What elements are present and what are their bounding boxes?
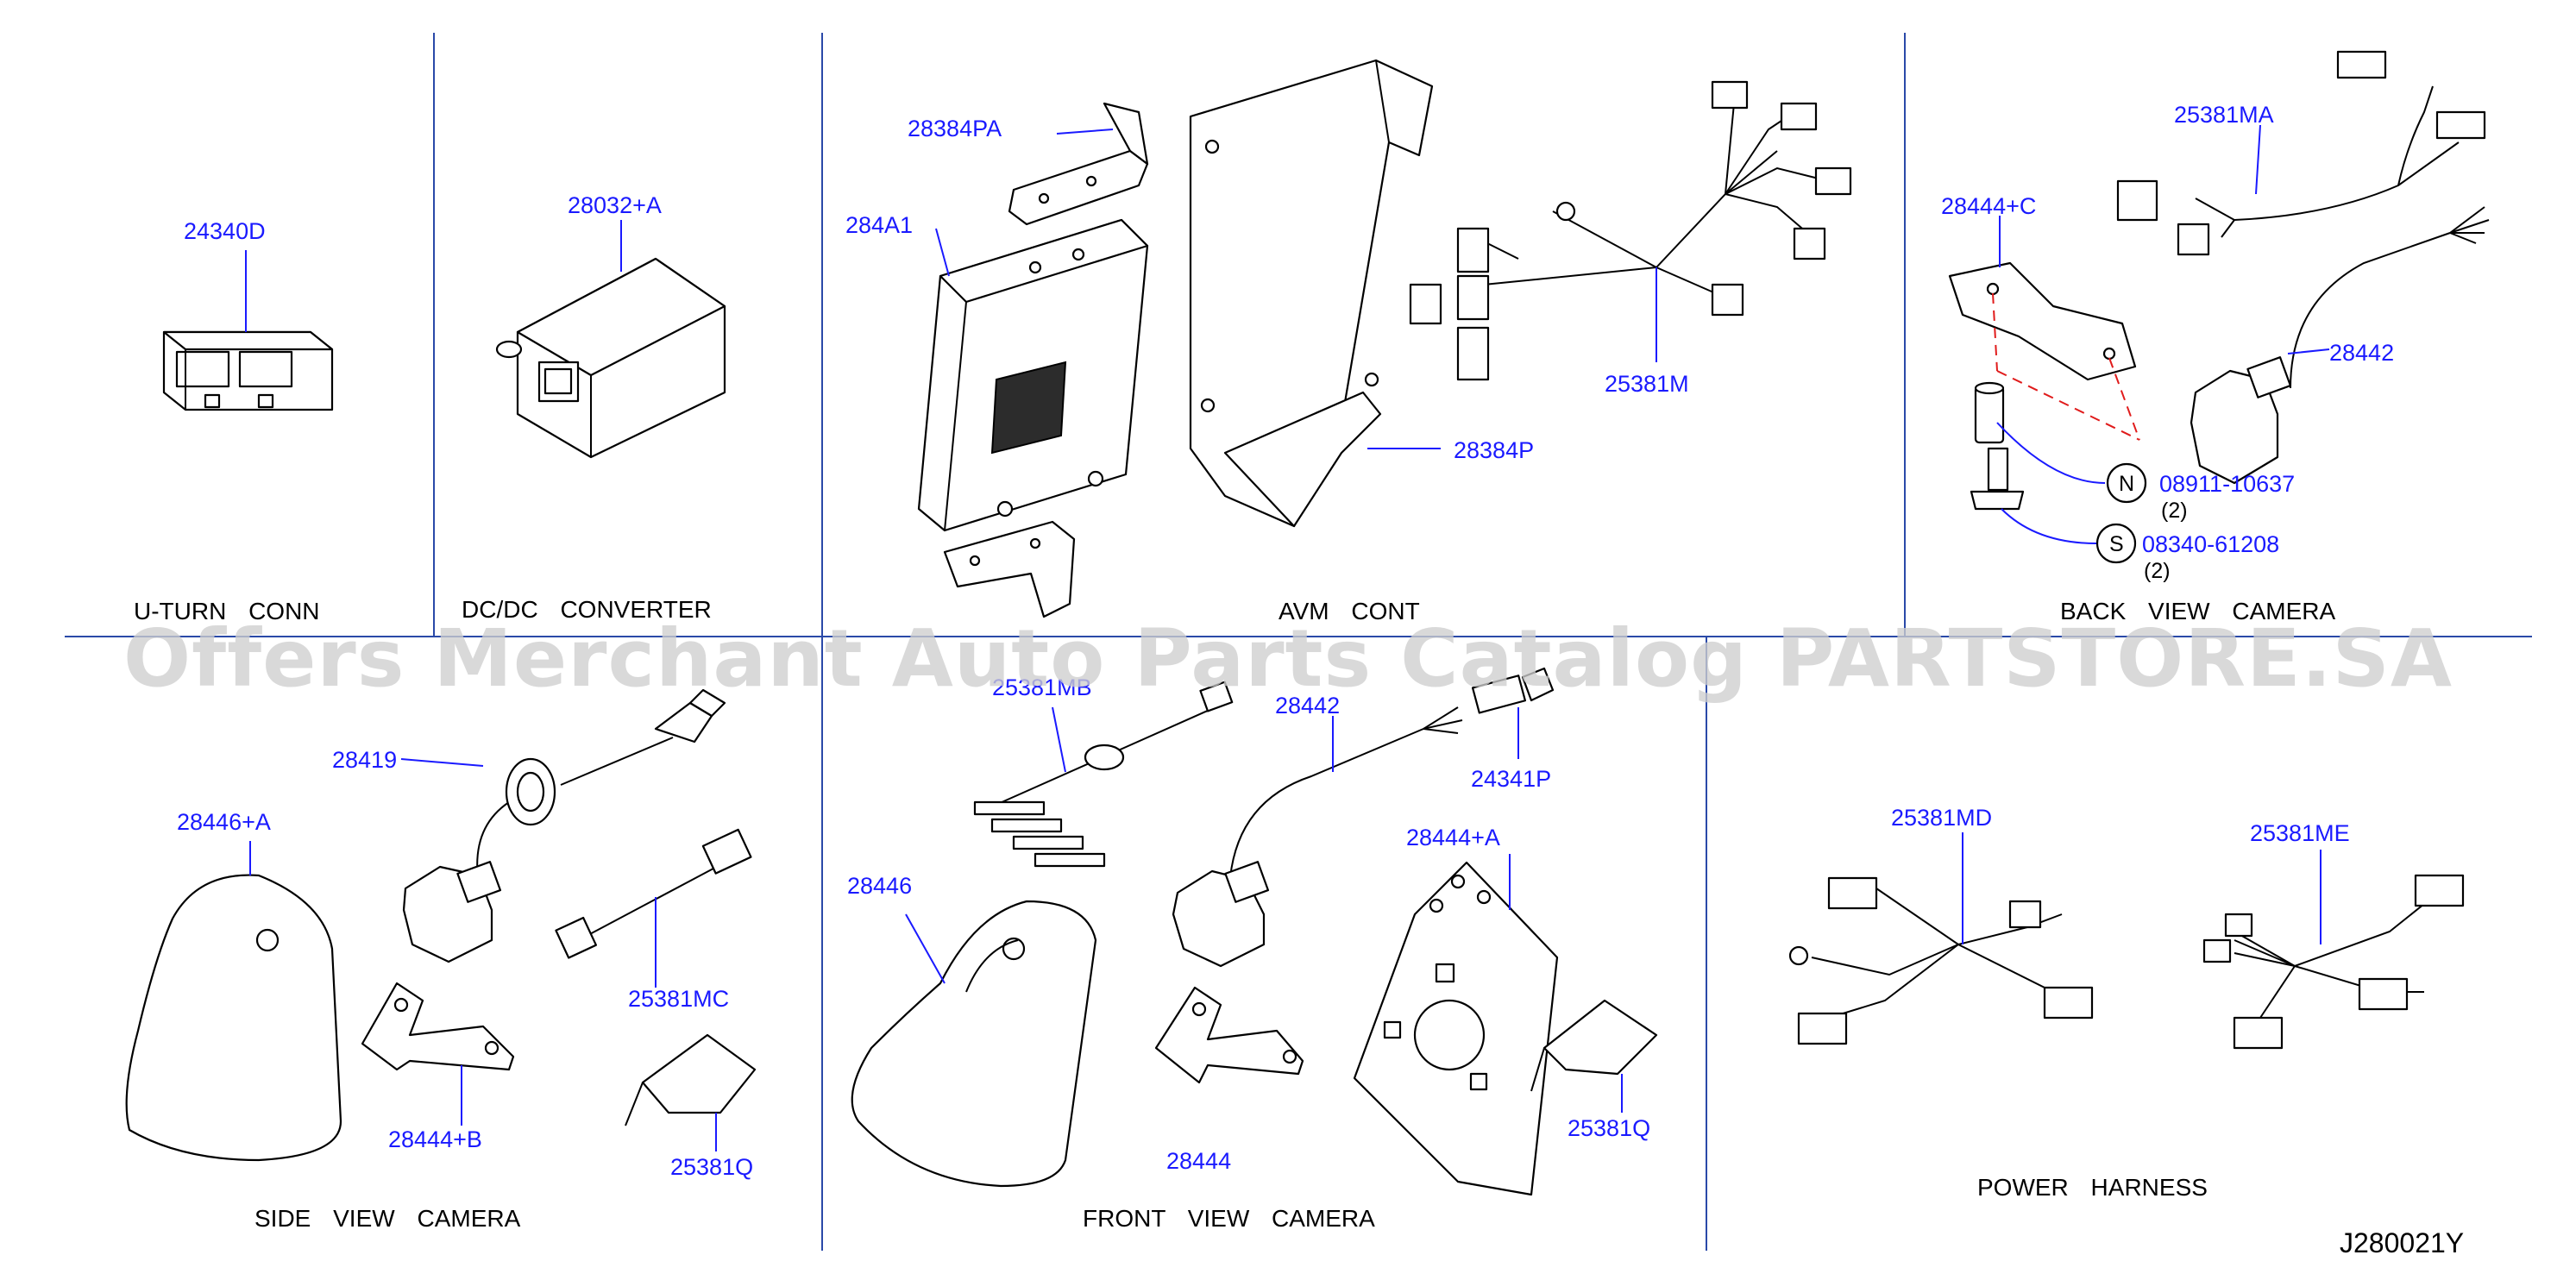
label-25381MA: 25381MA	[2174, 102, 2274, 128]
foam-25381Q-front	[1530, 999, 1658, 1113]
n-symbol: N	[2119, 472, 2134, 496]
housing-28446	[851, 900, 1097, 1188]
label-24341P: 24341P	[1471, 766, 1551, 792]
label-08340: 08340-61208	[2142, 531, 2279, 557]
label-28442-front: 28442	[1275, 693, 1340, 718]
bracket-28384PA	[1008, 102, 1149, 226]
bracket-lower	[943, 520, 1076, 618]
title-front-view-camera: FRONT VIEW CAMERA	[1083, 1205, 1375, 1232]
title-side-view-camera: SIDE VIEW CAMERA	[254, 1205, 521, 1232]
bracket-28444C	[1948, 216, 2140, 441]
title-power-harness: POWER HARNESS	[1977, 1174, 2208, 1201]
label-284A1: 284A1	[845, 212, 913, 238]
harness-25381MD	[1788, 832, 2094, 1045]
watermark: Offers Merchant Auto Parts Catalog PARTS…	[123, 612, 2453, 705]
title-back-view-camera: BACK VIEW CAMERA	[2060, 598, 2335, 624]
label-28442-back: 28442	[2329, 340, 2394, 366]
connector-24341P	[1471, 667, 1555, 759]
title-dcdc-converter: DC/DC CONVERTER	[462, 596, 712, 623]
label-25381Q-front: 25381Q	[1568, 1115, 1650, 1141]
part-labels: 24340D 28032+A 28384PA 284A1 28384P 2538…	[177, 102, 2394, 1180]
label-24340D: 24340D	[184, 218, 266, 244]
qty-08911: (2)	[2161, 499, 2188, 523]
harness-25381MA	[2116, 50, 2486, 256]
bracket-28444	[1154, 986, 1304, 1084]
label-28032A: 28032+A	[568, 192, 662, 218]
bracket-28444B	[361, 982, 515, 1126]
label-28444C: 28444+C	[1941, 193, 2036, 219]
label-25381Q-side: 25381Q	[670, 1154, 753, 1180]
label-25381M: 25381M	[1605, 371, 1689, 397]
camera-28419	[400, 688, 726, 963]
label-28419: 28419	[332, 747, 397, 773]
plate-28444A	[1353, 854, 1559, 1196]
housing-28446A	[125, 841, 342, 1162]
callouts: N S (2) (2)	[2109, 472, 2188, 583]
spacer-08911	[1974, 381, 2147, 504]
avm-controller-284A1	[917, 218, 1149, 532]
label-28384PA: 28384PA	[908, 116, 1002, 141]
label-08911: 08911-10637	[2159, 471, 2295, 497]
connector-24340D	[162, 250, 334, 411]
label-25381MD: 25381MD	[1891, 805, 1992, 831]
label-28446A: 28446+A	[177, 809, 271, 835]
camera-28442-front	[1172, 706, 1463, 968]
qty-08340: (2)	[2144, 559, 2171, 583]
title-u-turn-conn: U-TURN CONN	[134, 598, 320, 624]
label-28444: 28444	[1166, 1148, 1231, 1174]
label-28384P: 28384P	[1454, 437, 1534, 463]
harness-25381ME	[2202, 850, 2465, 1050]
label-28444B: 28444+B	[388, 1126, 482, 1152]
section-titles: U-TURN CONN DC/DC CONVERTER AVM CONT BAC…	[134, 596, 2335, 1232]
label-25381MB: 25381MB	[992, 675, 1092, 700]
title-avm-cont: AVM CONT	[1279, 598, 1420, 624]
camera-28442-back	[2190, 206, 2490, 485]
label-28444A: 28444+A	[1406, 825, 1500, 850]
diagram-id: J280021Y	[2340, 1227, 2464, 1258]
label-25381MC: 25381MC	[628, 986, 729, 1012]
foam-25381Q-side	[625, 1033, 757, 1151]
label-28446: 28446	[847, 873, 912, 899]
s-symbol: S	[2109, 532, 2124, 556]
dcdc-converter-28032A	[495, 220, 726, 459]
bracket-28384P	[1189, 59, 1441, 528]
harness-25381MC	[555, 828, 752, 988]
screw-08340	[1970, 447, 2137, 564]
label-25381ME: 25381ME	[2250, 820, 2350, 846]
harness-25381M	[1409, 80, 1852, 381]
harness-25381MB	[973, 681, 1234, 868]
section-dividers	[65, 33, 2532, 1251]
